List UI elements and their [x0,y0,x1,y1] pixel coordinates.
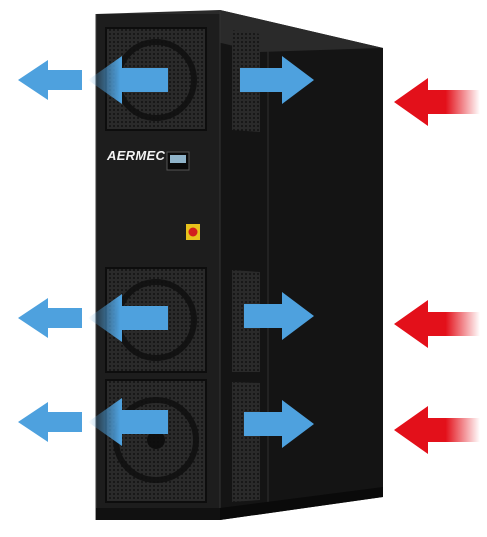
cabinet-side-panel [220,10,383,520]
brand-logo: AERMEC [107,148,166,163]
blue-arrow-icon [244,400,314,448]
blue-arrow-icon [88,56,168,104]
red-arrow-icon [394,78,480,126]
red-arrow-icon [394,406,480,454]
red-arrow-icon [394,300,480,348]
blue-arrow-icon [18,60,82,100]
cabinet-base [96,508,220,520]
side-grille-bottom [232,382,260,502]
blue-arrow-icon [240,56,314,104]
blue-arrow-icon [18,402,82,442]
blue-arrow-icon [18,298,82,338]
blue-arrow-icon [88,294,168,342]
blue-arrow-icon [88,398,168,446]
blue-arrow-icon [244,292,314,340]
